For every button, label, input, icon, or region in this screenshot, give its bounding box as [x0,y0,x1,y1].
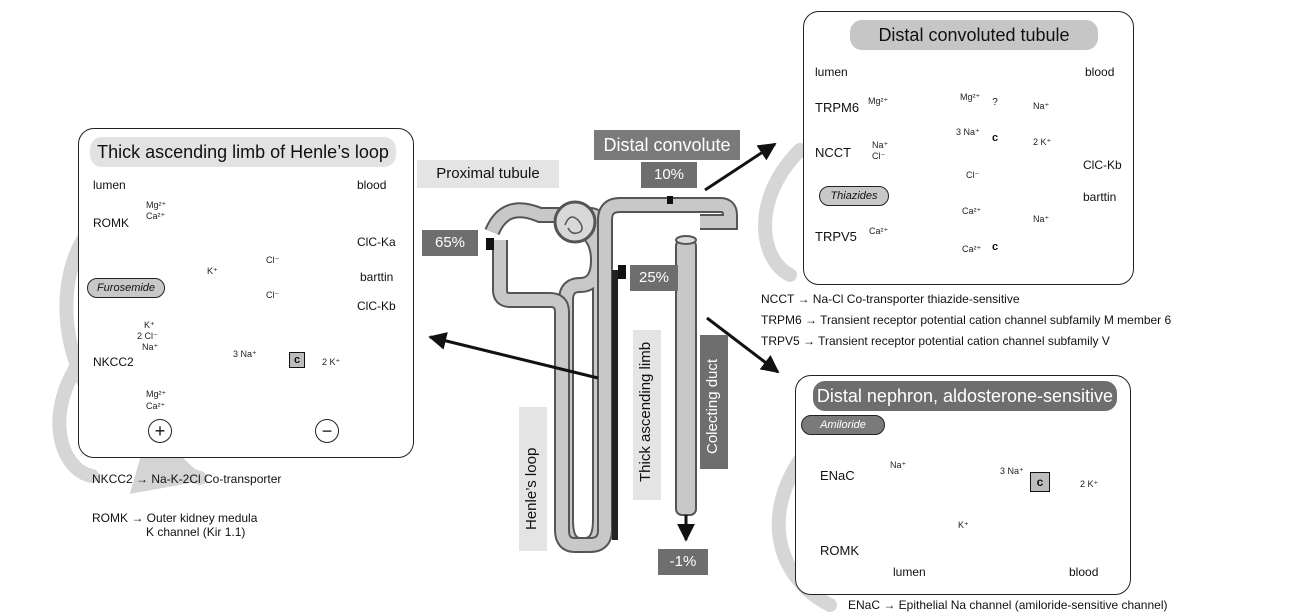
thick-ascending-label-box [633,330,661,500]
dct-mg-in: Mg²⁺ [868,96,889,106]
dna-na3: 3 Na⁺ [1000,466,1024,476]
tal-cl1-label: Cl⁻ [266,255,280,265]
tal-k-label: K⁺ [207,266,218,276]
tal-cl2-label: Cl⁻ [266,290,280,300]
dct-panel-title: Distal convoluted tubule [850,20,1098,50]
tal-ca-top: Ca²⁺ [146,211,166,221]
dct-ncct-cl: Cl⁻ [872,151,886,161]
dct-pump-top: c [991,132,999,144]
pct-neg1: -1% [658,549,708,575]
tal-lumen-label: lumen [93,178,126,192]
dct-na-top: Na⁺ [1033,101,1050,111]
legend-romk-2: K channel (Kir 1.1) [146,525,246,539]
dct-mg-mid: Mg²⁺ [960,92,981,102]
tal-clcka-label: ClC-Ka [357,235,396,249]
thick-ascending-label: Thick ascending limb [637,341,654,482]
dct-cl: Cl⁻ [966,170,980,180]
dct-na2: Na⁺ [1033,214,1050,224]
collecting-duct-label: Colecting duct [704,358,721,454]
tal-panel-title: Thick ascending limb of Henle’s loop [90,137,396,167]
dct-blood-label: blood [1085,65,1115,79]
tal-clckb-label: ClC-Kb [357,299,396,313]
dna-k2: 2 K⁺ [1080,479,1099,489]
henle-loop-label: Henle’s loop [523,447,540,530]
legend-ncct: NCCT → Na-Cl Co-transporter thiazide-sen… [761,292,1020,306]
dct-panel [803,11,1134,285]
dna-panel [795,375,1131,595]
tal-mg-bottom: Mg²⁺ [146,389,167,399]
pointer-arrows [428,142,780,380]
legend-nkcc2: NKCC2 → Na-K-2Cl Co-transporter [92,472,282,486]
thiazides-badge: Thiazides [819,186,889,206]
tal-nkcc-k: K⁺ [144,320,155,330]
dna-na: Na⁺ [890,460,907,470]
furosemide-badge: Furosemide [87,278,165,298]
nephron-tubule [484,196,738,553]
tal-pump: c [289,352,305,368]
amiloride-badge: Amiloride [801,415,885,435]
dct-trpm6-label: TRPM6 [815,100,860,115]
tal-k2-label: 2 K⁺ [322,357,341,367]
dct-ncct-label: NCCT [815,145,852,160]
dna-romk-label: ROMK [820,543,859,558]
tal-barttin-label: barttin [360,270,394,284]
tal-ca-bottom: Ca²⁺ [146,401,166,411]
legend-romk-1: ROMK → Outer kidney medula [92,511,258,525]
dna-lumen-label: lumen [893,565,926,579]
pct-65: 65% [422,230,478,256]
legend-trpv5: TRPV5 → Transient receptor potential cat… [761,334,1110,348]
tal-mg-top: Mg²⁺ [146,200,167,210]
collecting-duct-label-box [700,335,728,469]
legend-enac: ENaC → Epithelial Na channel (amiloride-… [848,598,1168,612]
plus-sign-icon: + [148,419,172,443]
tal-nkcc-na: Na⁺ [142,342,159,352]
legend-trpm6: TRPM6 → Transient receptor potential cat… [761,313,1172,327]
dct-unknown-transporter: ? [992,97,998,108]
tal-romk-label: ROMK [93,216,129,230]
dct-lumen-label: lumen [815,65,848,79]
pct-25: 25% [630,265,678,291]
dct-ca-low: Ca²⁺ [962,244,982,254]
dct-barttin-label: barttin [1083,190,1117,204]
dna-pump: c [1030,472,1050,492]
proximal-tubule-label: Proximal tubule [417,160,559,188]
dct-trpv5-label: TRPV5 [815,229,857,244]
dna-blood-label: blood [1069,565,1099,579]
dna-panel-title: Distal nephron, aldosterone-sensitive [813,381,1117,411]
dna-k: K⁺ [958,520,969,530]
dct-pump-low: c [991,241,999,253]
tal-nkcc2-label: NKCC2 [93,355,134,369]
dct-ca-in: Ca²⁺ [869,226,889,236]
henle-loop-label-box [519,407,547,551]
dna-enac-label: ENaC [820,468,855,483]
tal-blood-label: blood [357,178,387,192]
tal-na3-label: 3 Na⁺ [233,349,257,359]
dct-clckb-label: ClC-Kb [1083,158,1122,172]
pct-10: 10% [641,162,697,188]
dct-ca-mid: Ca²⁺ [962,206,982,216]
dct-na3: 3 Na⁺ [956,127,980,137]
tal-nkcc-cl: 2 Cl⁻ [137,331,158,341]
dct-k2: 2 K⁺ [1033,137,1052,147]
minus-sign-icon: − [315,419,339,443]
distal-convolute-label: Distal convolute [594,130,740,160]
dct-ncct-na: Na⁺ [872,140,889,150]
